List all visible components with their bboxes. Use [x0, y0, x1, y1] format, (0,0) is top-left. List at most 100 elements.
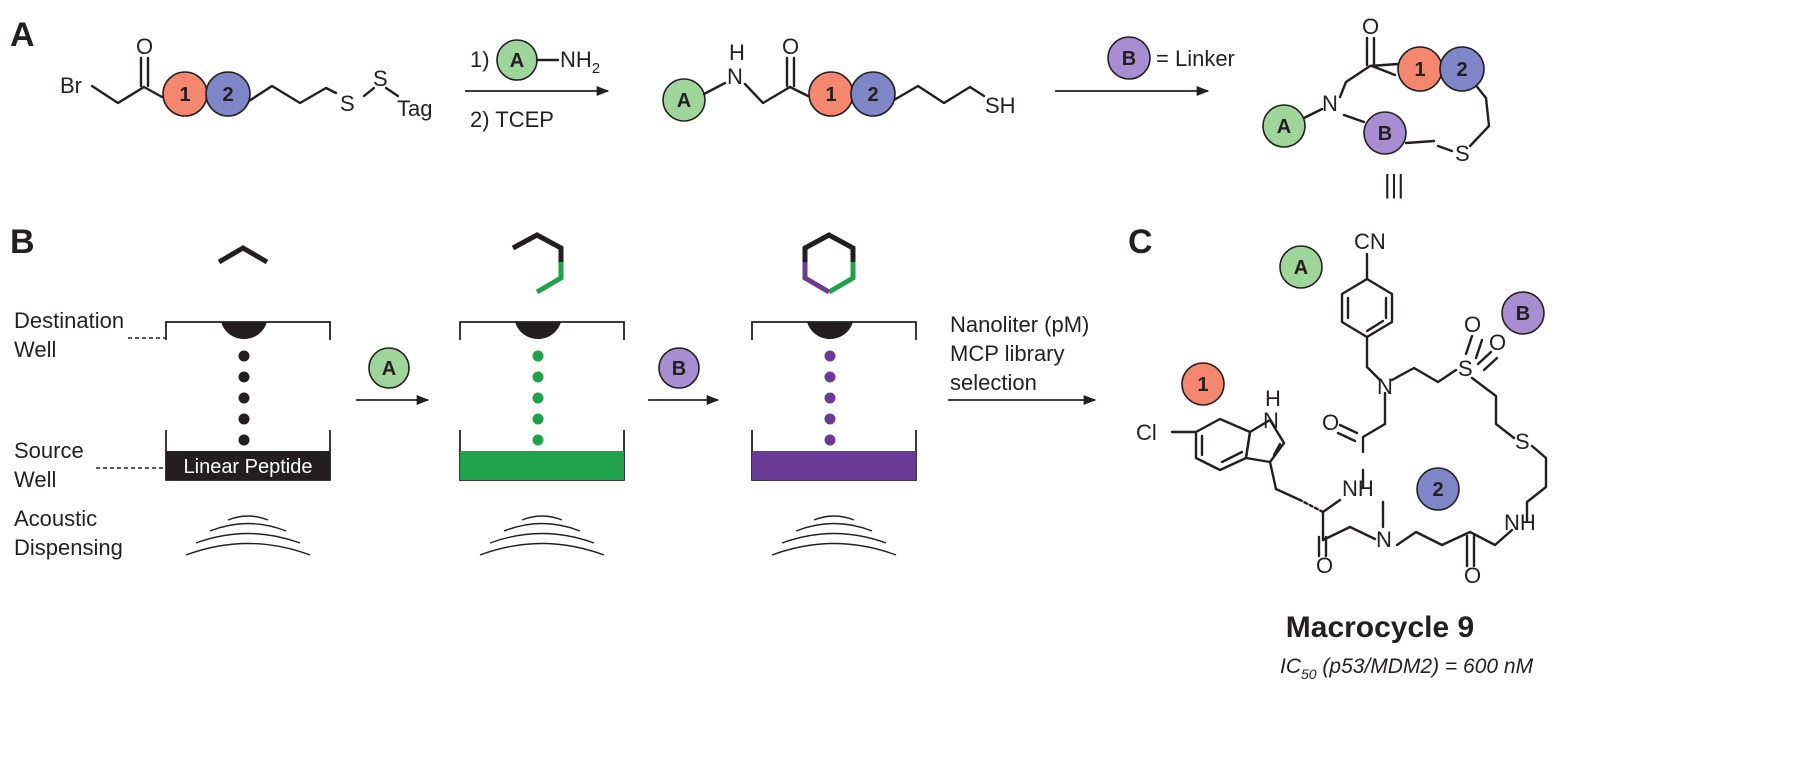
- droplet-1: [221, 322, 267, 340]
- sulfur-label-2: S: [373, 66, 388, 91]
- acoustic-waves-2: [479, 515, 605, 556]
- thiol-intermediate-structure: A H N O SH 1 2: [662, 34, 1016, 122]
- svg-text:A: A: [1294, 257, 1308, 279]
- svg-text:1: 1: [179, 84, 190, 106]
- thiol-sh-label: SH: [985, 93, 1016, 118]
- linear-peptide-label: Linear Peptide: [184, 456, 313, 478]
- svg-text:1: 1: [825, 84, 836, 106]
- svg-text:A: A: [1277, 116, 1291, 138]
- svg-text:1: 1: [1414, 59, 1425, 81]
- well-set-b-cyclization: [751, 232, 917, 556]
- residue-2-circle: 2: [205, 71, 251, 117]
- panel-a-label: A: [10, 16, 35, 54]
- equivalence-symbol: |||: [1384, 169, 1404, 199]
- sulfone-o-2: O: [1489, 330, 1506, 355]
- amide-o-3: O: [1316, 553, 1333, 578]
- bromine-label: Br: [60, 73, 82, 98]
- svg-text:B: B: [1378, 123, 1392, 145]
- sulfur-label-1: S: [340, 91, 355, 116]
- svg-text:2: 2: [1456, 59, 1467, 81]
- droplet-stream-3: [824, 350, 836, 446]
- macrocycle-title: Macrocycle 9: [1286, 611, 1474, 644]
- svg-text:A: A: [382, 358, 396, 380]
- macrocycle-residue-1-circle: 1: [1181, 362, 1225, 406]
- intermediate-a-circle: A: [662, 78, 706, 122]
- n-methyl-n: N: [1376, 527, 1392, 552]
- source-fill-purple: [752, 451, 916, 480]
- product-residue-2-circle: 2: [1439, 46, 1485, 92]
- ring-black: [802, 232, 856, 262]
- arrow-add-b: B: [648, 347, 720, 406]
- amide-o-2: O: [1464, 563, 1481, 588]
- acoustic-waves-1: [185, 515, 311, 556]
- growing-fragment-black: [511, 232, 564, 262]
- droplet-stream-2: [532, 350, 544, 446]
- panel-b-label: B: [10, 223, 35, 261]
- carbonyl-oxygen-label-2: O: [782, 34, 799, 59]
- svg-text:A: A: [677, 90, 691, 112]
- product-sulfur-label: S: [1455, 141, 1470, 166]
- amide-nh-1: NH: [1342, 476, 1374, 501]
- indole-h: H: [1265, 386, 1281, 411]
- cn-label: CN: [1354, 229, 1386, 254]
- svg-text:1: 1: [1197, 374, 1208, 396]
- amine-h-label: H: [729, 40, 745, 65]
- svg-text:B: B: [672, 358, 686, 380]
- well-set-linear-peptide: Linear Peptide: [165, 245, 331, 556]
- ic50-value: IC50 (p53/MDM2) = 600 nM: [1280, 655, 1534, 682]
- linker-definition: = Linker: [1156, 46, 1235, 71]
- product-nitrogen-label: N: [1322, 91, 1338, 116]
- reaction-step-2: B = Linker: [1055, 36, 1235, 97]
- acoustic-waves-3: [771, 515, 897, 556]
- svg-text:B: B: [1122, 48, 1136, 70]
- amide-o-1: O: [1322, 410, 1339, 435]
- step-1-number: 1): [470, 47, 490, 72]
- macrocycle-a-circle: A: [1279, 245, 1323, 289]
- arrow-a-circle: A: [368, 347, 410, 389]
- tag-label: Tag: [397, 96, 432, 121]
- carbonyl-oxygen-label: O: [136, 34, 153, 59]
- panel-c-label: C: [1128, 223, 1153, 261]
- product-oxygen-label: O: [1362, 14, 1379, 39]
- sulfone-o-1: O: [1464, 312, 1481, 337]
- macrocycle-residue-2-circle: 2: [1416, 467, 1460, 511]
- ring-green: [827, 262, 856, 295]
- source-fill-green: [460, 451, 624, 480]
- macrocycle-b-circle: B: [1501, 291, 1545, 335]
- growing-fragment-green: [535, 262, 564, 295]
- intermediate-residue-2-circle: 2: [850, 71, 896, 117]
- macrocycle-9-structure: CN N S O O O NH S NH O N O H N Cl A B: [1136, 229, 1548, 588]
- linear-peptide-fragment: [217, 245, 269, 265]
- product-residue-1-circle: 1: [1397, 46, 1443, 92]
- cyclic-product-structure: O N S 1 2 A B |||: [1262, 14, 1491, 199]
- amine-a-circle: A: [496, 39, 538, 81]
- droplet-stream-1: [238, 350, 250, 446]
- ring-purple: [802, 262, 831, 295]
- tertiary-amine-n: N: [1377, 374, 1393, 399]
- droplet-2: [515, 322, 561, 340]
- svg-text:2: 2: [867, 84, 878, 106]
- product-b-circle: B: [1363, 111, 1407, 155]
- svg-text:A: A: [510, 50, 524, 72]
- svg-text:B: B: [1516, 303, 1530, 325]
- indole-n: N: [1263, 408, 1279, 433]
- residue-1-circle: 1: [162, 71, 208, 117]
- thioether-s: S: [1515, 429, 1530, 454]
- linear-peptide-fill: [166, 451, 330, 480]
- chlorine-label: Cl: [1136, 420, 1157, 445]
- amine-n-label: N: [727, 64, 743, 89]
- amide-nh-2: NH: [1504, 510, 1536, 535]
- intermediate-residue-1-circle: 1: [808, 71, 854, 117]
- svg-text:2: 2: [222, 84, 233, 106]
- sulfone-s: S: [1458, 356, 1473, 381]
- arrow-b-circle: B: [658, 347, 700, 389]
- step-2-tcep: 2) TCEP: [470, 107, 554, 132]
- panel-c: C: [1128, 223, 1548, 682]
- amine-nh2-label: NH2: [560, 47, 600, 77]
